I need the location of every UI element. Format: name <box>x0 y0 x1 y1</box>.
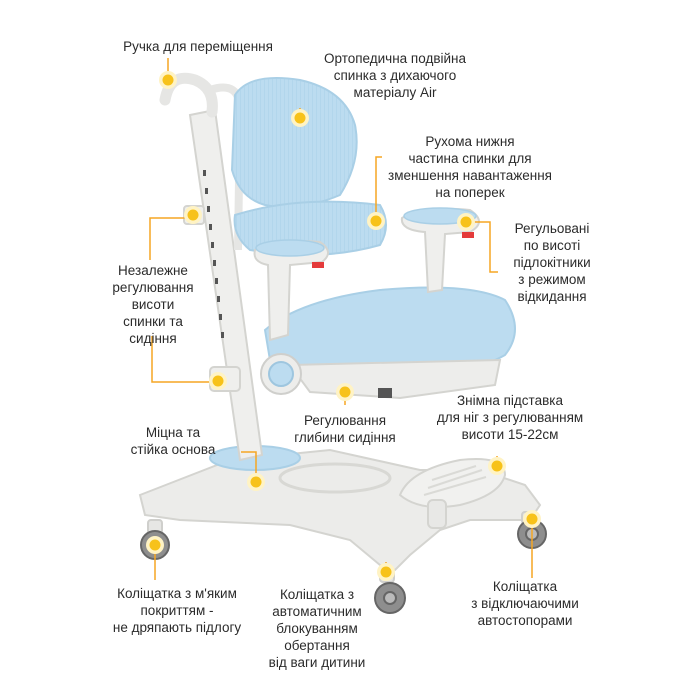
callout-line: спинка з дихаючого <box>333 68 457 83</box>
callout-line: висоти 15-22см <box>461 427 559 442</box>
callout-line: по висоті <box>523 238 581 253</box>
callout-line: автоматичним <box>272 604 362 619</box>
callout-line: на поперек <box>435 185 505 200</box>
callout-base: Міцна та стійка основа <box>118 424 228 458</box>
callout-line: висоти <box>131 297 175 312</box>
callout-line: відкидання <box>517 289 587 304</box>
callout-line: Рухома нижня <box>425 134 515 149</box>
marker-lower-lock-icon <box>209 372 227 390</box>
marker-base-icon <box>247 473 265 491</box>
callout-soft-casters: Коліщатка з м'яким покриттям - не дряпаю… <box>92 585 262 636</box>
callout-line: покриттям - <box>140 603 214 618</box>
callout-line: підлокітники <box>513 255 591 270</box>
callout-seat-depth: Регулювання глибини сидіння <box>285 412 405 446</box>
marker-upper-lock-icon <box>184 206 202 224</box>
marker-caster-left-icon <box>146 536 164 554</box>
callout-line: Коліщатка з м'яким <box>117 586 237 601</box>
callout-line: Коліщатка <box>492 579 558 594</box>
callout-line: для ніг з регулюванням <box>436 410 584 425</box>
callout-footrest: Знімна підставка для ніг з регулюванням … <box>420 392 600 443</box>
callout-armrests: Регульовані по висоті підлокітники з реж… <box>492 220 612 305</box>
callout-handle: Ручка для переміщення <box>108 38 288 55</box>
callout-height-adjust: Незалежне регулювання висоти спинки та с… <box>98 262 208 347</box>
callout-line: з відключаючими <box>471 596 579 611</box>
callout-line: Регульовані <box>514 221 590 236</box>
marker-seat-depth-icon <box>336 383 354 401</box>
callout-line: зменшення навантаження <box>388 168 552 183</box>
marker-caster-front-icon <box>377 563 395 581</box>
callout-line: Ортопедична подвійна <box>323 51 466 66</box>
callout-line: Регулювання <box>303 413 387 428</box>
callout-line: блокуванням <box>276 621 358 636</box>
callout-line: автостопорами <box>477 613 573 628</box>
callout-line: не дряпають підлогу <box>112 620 242 635</box>
feature-markers <box>146 71 541 581</box>
callout-line: Коліщатка з <box>279 587 355 602</box>
callout-lower-back: Рухома нижня частина спинки для зменшенн… <box>370 133 570 201</box>
callout-line: регулювання <box>112 280 194 295</box>
callout-line: сидіння <box>129 331 177 346</box>
callout-auto-lock-casters: Коліщатка з автоматичним блокуванням обе… <box>252 586 382 671</box>
callout-line: з режимом <box>518 272 586 287</box>
callout-line: Знімна підставка <box>457 393 563 408</box>
marker-backrest-icon <box>291 109 309 127</box>
callout-stopper-casters: Коліщатка з відключаючими автостопорами <box>455 578 595 629</box>
callout-line: Ручка для переміщення <box>123 39 273 54</box>
marker-lower-back-icon <box>367 212 385 230</box>
marker-caster-right-icon <box>523 510 541 528</box>
callout-line: матеріалу Air <box>353 85 437 100</box>
base-ring <box>278 462 392 494</box>
callout-line: Незалежне <box>118 263 188 278</box>
callout-line: глибини сидіння <box>294 430 396 445</box>
callout-line: від ваги дитини <box>268 655 366 670</box>
callout-line: частина спинки для <box>408 151 532 166</box>
upper-backrest <box>230 76 358 208</box>
marker-armrest-icon <box>457 213 475 231</box>
callout-line: стійка основа <box>130 442 216 457</box>
marker-footrest-icon <box>488 457 506 475</box>
callout-backrest: Ортопедична подвійна спинка з дихаючого … <box>300 50 490 101</box>
callout-line: обертання <box>284 638 350 653</box>
marker-handle-icon <box>159 71 177 89</box>
callout-line: спинки та <box>123 314 183 329</box>
footrest-post <box>427 499 447 529</box>
callout-line: Міцна та <box>145 425 201 440</box>
